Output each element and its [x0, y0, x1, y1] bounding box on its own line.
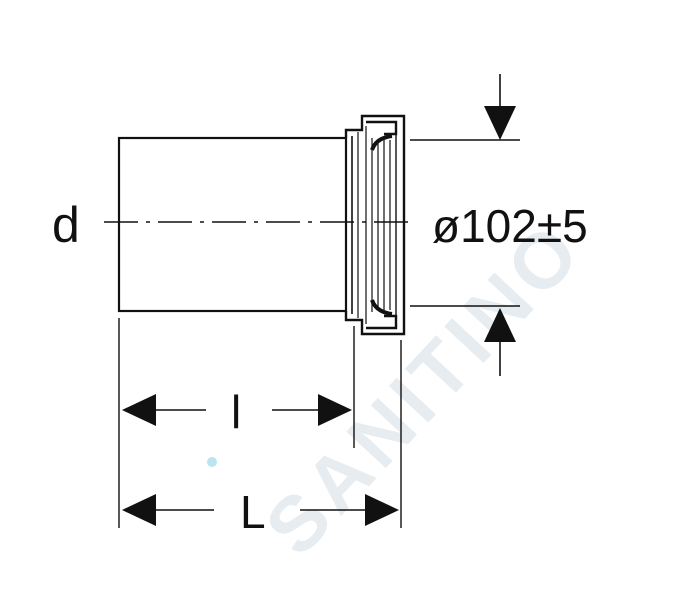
watermark-text: SANITINO — [248, 204, 599, 572]
outer-diameter-arrow-bottom — [484, 308, 516, 376]
watermark: SANITINO — [248, 204, 599, 572]
total-length-dimension — [122, 494, 399, 526]
watermark-drop-icon — [207, 457, 217, 467]
outer-diameter-label: ø102±5 — [432, 200, 588, 252]
outer-diameter-arrow-top — [484, 74, 516, 140]
seal-socket — [344, 114, 406, 336]
pipe-body — [117, 136, 348, 313]
inner-length-label: l — [231, 386, 241, 438]
total-length-label: L — [240, 486, 266, 538]
diameter-label: d — [52, 197, 80, 253]
inner-length-dimension — [122, 394, 352, 426]
